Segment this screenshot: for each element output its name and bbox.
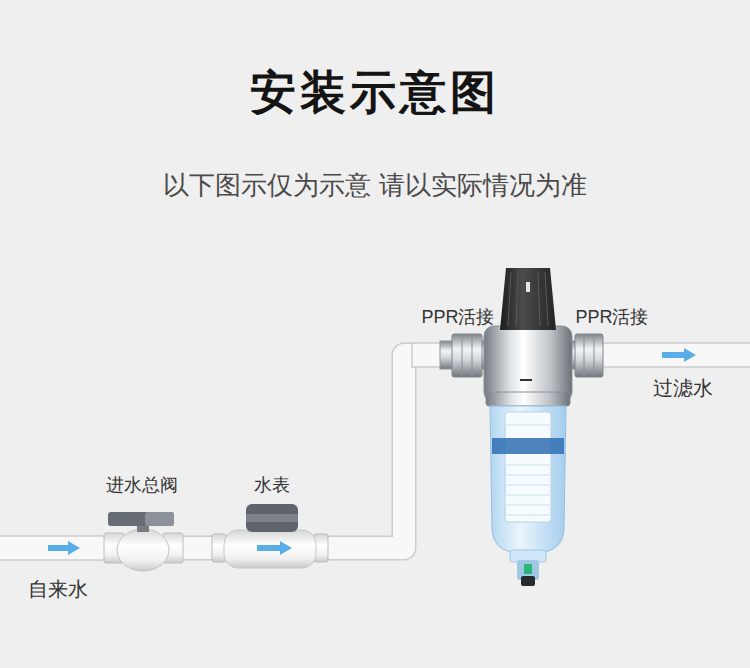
flow-arrow bbox=[662, 348, 696, 362]
flow-arrow bbox=[257, 541, 292, 555]
mesh-line bbox=[506, 475, 550, 476]
nut-edge bbox=[472, 335, 473, 376]
mesh-line bbox=[506, 485, 550, 486]
union-nut bbox=[575, 334, 603, 377]
filter-bowl bbox=[490, 406, 566, 552]
meter-body bbox=[224, 530, 316, 568]
head-mark bbox=[520, 379, 532, 381]
flow-label: 自来水 bbox=[28, 576, 88, 603]
pipe-group bbox=[182, 355, 417, 548]
inlet-pipe bbox=[0, 536, 108, 560]
drain-nozzle bbox=[521, 576, 535, 586]
meter-dial bbox=[246, 504, 298, 532]
flow-label: 过滤水 bbox=[653, 375, 713, 402]
mesh-line bbox=[506, 495, 550, 496]
union-nut bbox=[452, 334, 482, 377]
valve-label-box: 进水总阀 bbox=[102, 474, 182, 572]
mesh-line bbox=[506, 505, 550, 506]
bowl-band bbox=[492, 438, 564, 454]
filter-cartridge bbox=[505, 412, 551, 522]
cap-ridges bbox=[508, 272, 548, 326]
meter-dial-band bbox=[246, 514, 298, 522]
cap-ridge bbox=[508, 272, 511, 326]
nut-edge bbox=[584, 335, 585, 376]
component-label: PPR活接 bbox=[421, 306, 494, 328]
meter-label-box: 水表 bbox=[217, 474, 327, 572]
valve-handle-shade bbox=[145, 512, 174, 526]
drain-marker bbox=[524, 564, 532, 574]
component-label: PPR活接 bbox=[575, 306, 648, 328]
component-label: 水表 bbox=[254, 474, 290, 496]
nut-edge bbox=[594, 335, 595, 376]
pipe-connector-group bbox=[327, 355, 417, 548]
union-label-box: PPR活接 bbox=[417, 306, 499, 380]
nut-edge bbox=[462, 335, 463, 376]
cap-ridge bbox=[516, 272, 518, 326]
cap-ridge bbox=[545, 272, 548, 326]
mesh-line bbox=[506, 515, 550, 516]
flow-arrow bbox=[48, 541, 80, 555]
pipe-highlight bbox=[327, 355, 417, 548]
valve-body bbox=[117, 529, 169, 571]
component-label: 进水总阀 bbox=[106, 474, 178, 496]
filter-collar bbox=[486, 392, 570, 406]
mesh-line bbox=[506, 425, 550, 426]
outlet-pipe bbox=[598, 343, 750, 367]
union-label-box: PPR活接 bbox=[571, 306, 653, 380]
valve-handle bbox=[108, 512, 174, 526]
mesh-line bbox=[506, 465, 550, 466]
filter-head bbox=[484, 326, 572, 402]
subtitle-note: 以下图示仅为示意 请以实际情况为准 bbox=[163, 168, 586, 203]
filter-cap bbox=[500, 268, 556, 330]
diagram-title: 安装示意图 bbox=[0, 62, 750, 124]
pipe-connector bbox=[327, 355, 417, 548]
cap-ridge bbox=[538, 272, 540, 326]
cap-mark bbox=[526, 282, 530, 292]
